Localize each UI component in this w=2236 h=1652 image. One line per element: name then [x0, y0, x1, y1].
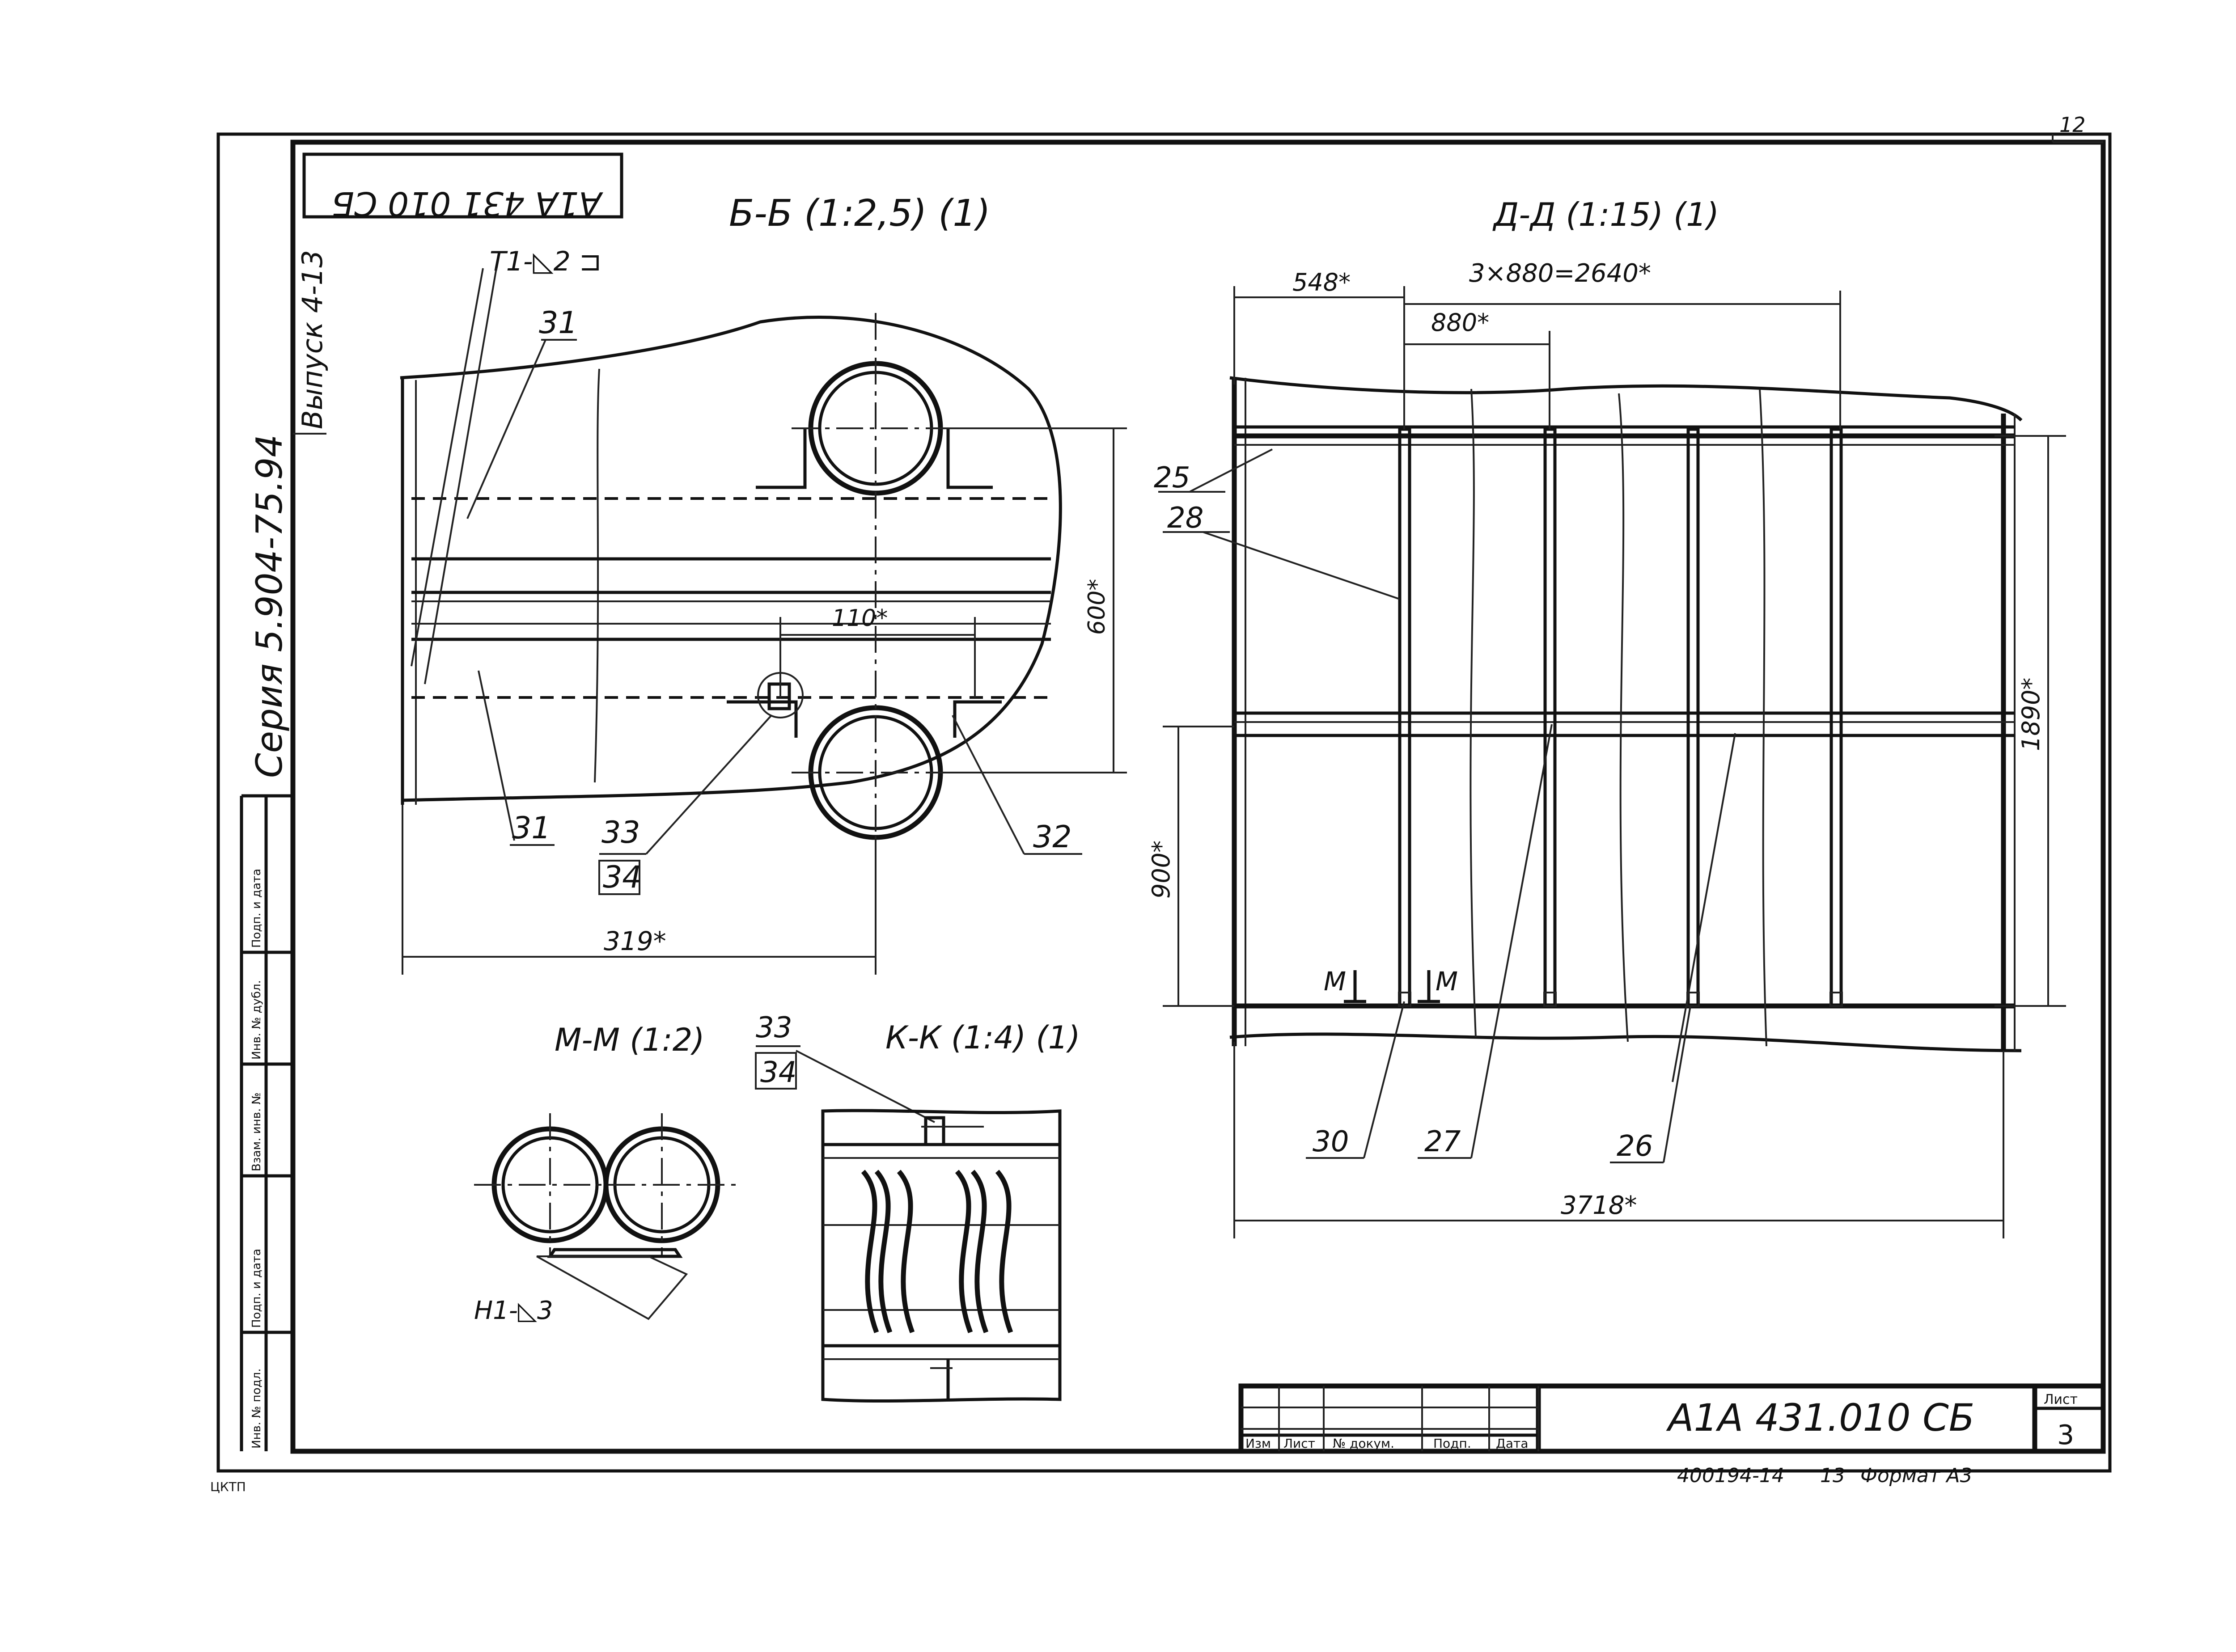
stamp-label-1: Подп. и дата [250, 869, 263, 948]
pos-25: 25 [1154, 461, 1190, 494]
pos-34: 34 [603, 860, 642, 895]
tb-header-izm: Изм [1245, 1436, 1271, 1451]
pos-26: 26 [1617, 1130, 1653, 1163]
tb-header-list: Лист [1283, 1436, 1315, 1451]
pos-31-bottom: 31 [512, 811, 551, 846]
stamp-label-5: Инв. № подл. [250, 1369, 263, 1449]
cut-mark-m-left: М [1324, 966, 1346, 997]
dim-600: 600* [1084, 579, 1110, 635]
tb-designation: А1А 431.010 СБ [1666, 1396, 1974, 1440]
section-dd-title: Д-Д (1:15) (1) [1492, 196, 1719, 233]
pos-28: 28 [1167, 502, 1203, 535]
section-mm-title: М-М (1:2) [555, 1022, 705, 1058]
footer-sheet: 13 [1820, 1464, 1845, 1487]
issue-text: Выпуск 4-13 [296, 250, 329, 429]
kk-pos-34: 34 [760, 1056, 796, 1089]
title-block: Изм Лист № докум. Подп. Дата А1А 431.010… [1238, 1383, 2106, 1454]
section-mm: М-М (1:2) Н1-◺3 [474, 1022, 738, 1325]
left-stamp-column: Подп. и дата Инв. № дубл. Взам. инв. № П… [240, 794, 293, 1451]
tb-header-doc: № докум. [1333, 1436, 1394, 1451]
dim-900: 900* [1147, 841, 1175, 899]
kk-pos-33: 33 [756, 1011, 792, 1044]
pos-31-top: 31 [539, 305, 578, 341]
tb-sheet-label: Лист [2044, 1392, 2078, 1407]
section-mm-weld: Н1-◺3 [474, 1296, 553, 1325]
pos-27: 27 [1424, 1125, 1461, 1158]
dim-880: 880* [1431, 308, 1489, 337]
dim-3718: 3718* [1561, 1191, 1637, 1220]
dim-548: 548* [1292, 268, 1351, 296]
section-bb-weld: Т1-◺2 ⊐ [490, 246, 601, 277]
footer-format: Формат А3 [1860, 1464, 1973, 1487]
dim-1890: 1890* [2017, 678, 2045, 751]
pos-30: 30 [1313, 1125, 1349, 1158]
footer-code: 400194-14 [1677, 1464, 1784, 1487]
stamp-label-4: Подп. и дата [250, 1249, 263, 1328]
section-kk-title: К-К (1:4) (1) [885, 1019, 1080, 1056]
cut-mark-m-right: М [1436, 966, 1458, 997]
dim-319: 319* [604, 926, 666, 956]
series-text: Серия 5.904-75.94 [249, 435, 290, 778]
section-bb-title: Б-Б (1:2,5) (1) [729, 192, 991, 235]
rotated-stamp-box [302, 152, 623, 219]
section-dd: Д-Д (1:15) (1) [1147, 196, 2066, 1238]
section-kk: К-К (1:4) (1) 33 34 [755, 1011, 1080, 1403]
corner-sheet-number: 12 [2059, 113, 2086, 137]
section-bb: Б-Б (1:2,5) (1) Т1-◺2 ⊐ 110* [400, 192, 1127, 975]
stamp-label-2: Инв. № дубл. [250, 980, 263, 1060]
tb-header-data: Дата [1496, 1436, 1529, 1451]
dim-3x880: 3×880=2640* [1469, 259, 1651, 288]
dim-110: 110* [832, 605, 888, 632]
outer-frame [216, 132, 2112, 1473]
pos-32: 32 [1033, 820, 1072, 855]
tb-header-podp: Подп. [1433, 1436, 1471, 1451]
pos-33: 33 [601, 815, 640, 850]
stamp-label-3: Взам. инв. № [250, 1092, 263, 1171]
footer-left: ЦКТП [210, 1479, 246, 1494]
rotated-stamp-text: А1А 431 010 СБ [331, 184, 603, 223]
tb-sheet-value: 3 [2057, 1420, 2074, 1451]
